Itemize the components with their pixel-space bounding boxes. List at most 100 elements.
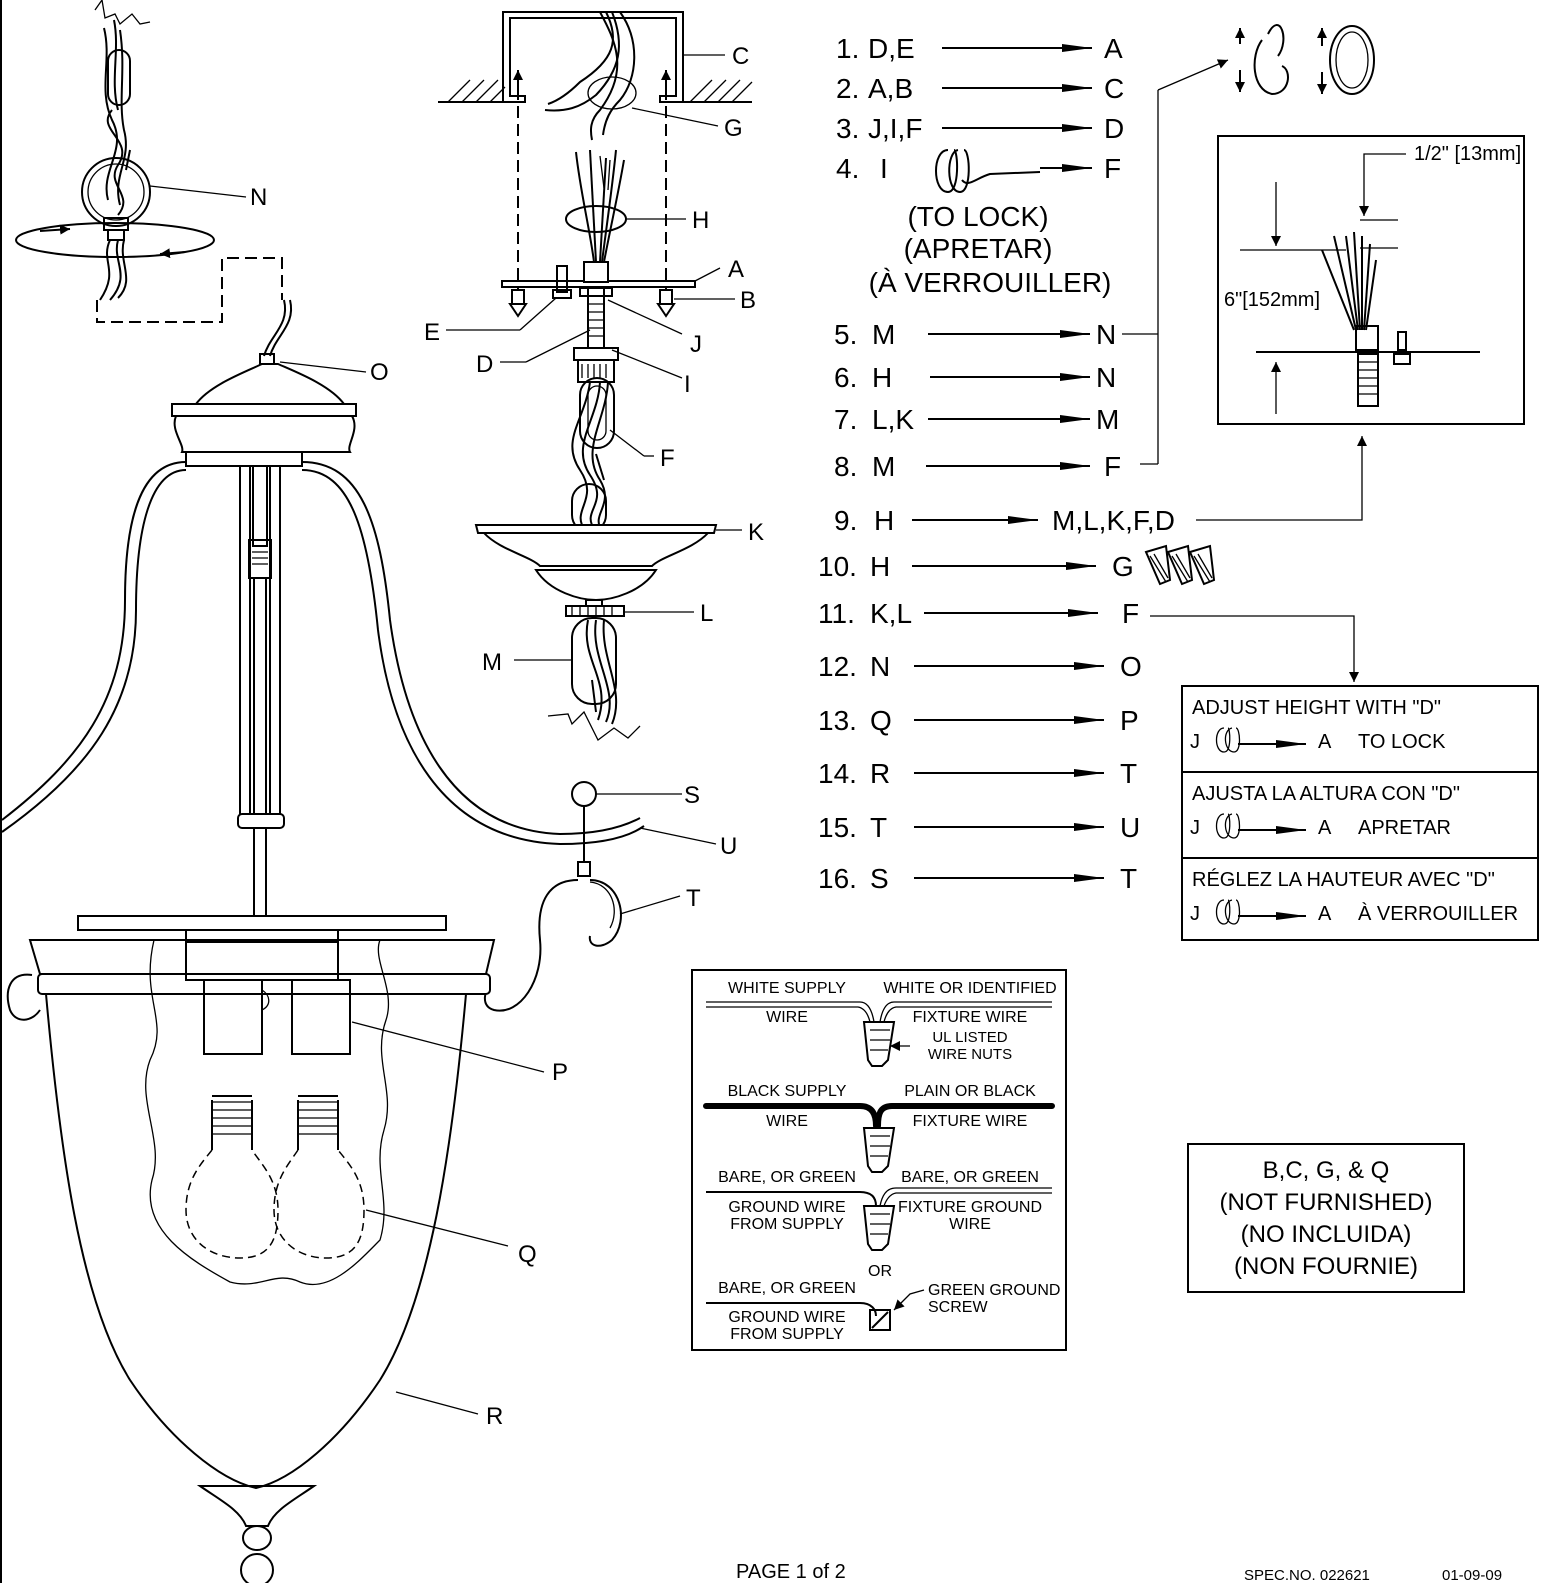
step-to: U <box>1120 812 1140 843</box>
label-B: B <box>740 287 756 314</box>
bare-green-label-3: BARE, OR GREEN <box>718 1280 856 1297</box>
twist-coil-icon <box>935 149 1041 194</box>
plain-black-label: PLAIN OR BLACK <box>904 1083 1036 1100</box>
adjust-action: APRETAR <box>1358 817 1451 839</box>
wire-nuts-label: WIRE NUTS <box>928 1046 1012 1063</box>
label-G: G <box>724 115 743 142</box>
page-number: PAGE 1 of 2 <box>736 1561 846 1583</box>
spec-date: 01-09-09 <box>1442 1567 1502 1583</box>
step-number: 14. <box>818 758 857 789</box>
fixture-wire-label-2: FIXTURE WIRE <box>913 1113 1028 1130</box>
ceiling-mount-detail: C G H A B <box>424 11 764 741</box>
step-to: T <box>1120 758 1137 789</box>
not-furnished-fr: (NON FOURNIE) <box>1234 1253 1418 1280</box>
twist-coil-icon <box>1215 727 1241 753</box>
step-from: N <box>870 651 890 682</box>
step-to: P <box>1120 705 1139 736</box>
label-T: T <box>686 885 701 912</box>
step-number: 2. <box>836 73 859 104</box>
adjust-a: A <box>1318 903 1332 925</box>
label-A: A <box>728 256 744 283</box>
not-furnished-box: B,C, G, & Q (NOT FURNISHED) (NO INCLUIDA… <box>1187 1143 1465 1293</box>
label-M: M <box>482 649 502 676</box>
wire-label-3: WIRE <box>949 1216 991 1233</box>
wire-nuts-icon <box>1144 544 1216 586</box>
adjust-row: AJUSTA LA ALTURA CON "D" J A APRETAR <box>1190 783 1460 839</box>
step-to: O <box>1120 651 1142 682</box>
step-to: M,L,K,F,D <box>1052 505 1175 536</box>
wire-total-length: 6"[152mm] <box>1224 289 1320 311</box>
step-to: N <box>1096 319 1116 350</box>
wire-length-box: 1/2" [13mm] 6"[152mm] <box>1217 135 1525 425</box>
ground-wire-label-2: GROUND WIRE <box>728 1309 845 1326</box>
adjust-title: RÉGLEZ LA HAUTEUR AVEC "D" <box>1192 868 1495 891</box>
ul-listed-label: UL LISTED <box>932 1029 1007 1046</box>
not-furnished-es: (NO INCLUIDA) <box>1241 1221 1412 1248</box>
step-number: 9. <box>834 505 857 536</box>
ring-detail <box>1235 24 1375 96</box>
bare-green-label-2: BARE, OR GREEN <box>901 1169 1039 1186</box>
adjust-j: J <box>1190 903 1200 925</box>
white-fixture-label: WHITE OR IDENTIFIED <box>883 980 1056 997</box>
adjust-action: TO LOCK <box>1358 731 1446 753</box>
not-furnished-parts: B,C, G, & Q <box>1263 1157 1390 1184</box>
from-supply-label-1: FROM SUPPLY <box>730 1216 844 1233</box>
ground-screw-icon <box>869 1309 891 1331</box>
or-label: OR <box>868 1263 892 1280</box>
adjust-a: A <box>1318 817 1332 839</box>
lock-note-es: (APRETAR) <box>904 233 1053 264</box>
label-F: F <box>660 445 675 472</box>
step-from: J,I,F <box>868 113 922 144</box>
step-number: 16. <box>818 863 857 894</box>
wire-cut-length: 1/2" [13mm] <box>1414 143 1521 165</box>
step-to: A <box>1104 33 1123 64</box>
ground-wire-label-1: GROUND WIRE <box>728 1199 845 1216</box>
step-from: K,L <box>870 598 912 629</box>
step-row: 2. A,B C <box>836 73 1124 104</box>
step-row: 1. D,E A <box>836 33 1123 64</box>
step-to: G <box>1112 551 1134 582</box>
label-P: P <box>552 1059 568 1086</box>
step-number: 3. <box>836 113 859 144</box>
black-supply-label: BLACK SUPPLY <box>728 1083 847 1100</box>
step-number: 6. <box>834 362 857 393</box>
step-from: D,E <box>868 33 915 64</box>
fixture-wire-label-1: FIXTURE WIRE <box>913 1009 1028 1026</box>
step-from: L,K <box>872 404 914 435</box>
step-number: 1. <box>836 33 859 64</box>
step-number: 4. <box>836 153 859 184</box>
step-number: 11. <box>818 598 855 629</box>
twist-coil-icon <box>1215 813 1241 839</box>
step-from: R <box>870 758 890 789</box>
label-N: N <box>250 184 267 211</box>
step-number: 15. <box>818 812 857 843</box>
step-to: C <box>1104 73 1124 104</box>
step-number: 13. <box>818 705 857 736</box>
label-U: U <box>720 833 737 860</box>
step-from: H <box>874 505 894 536</box>
adjust-title: ADJUST HEIGHT WITH "D" <box>1192 697 1441 719</box>
adjust-j: J <box>1190 817 1200 839</box>
adjust-title: AJUSTA LA ALTURA CON "D" <box>1192 783 1460 805</box>
label-I: I <box>684 371 691 398</box>
adjust-j: J <box>1190 731 1200 753</box>
step-from: A,B <box>868 73 913 104</box>
step-number: 10. <box>818 551 857 582</box>
fixture-ground-label: FIXTURE GROUND <box>898 1199 1042 1216</box>
lock-note-en: (TO LOCK) <box>907 201 1048 232</box>
label-L: L <box>700 600 713 627</box>
step-from: I <box>880 153 888 184</box>
step-number: 7. <box>834 404 857 435</box>
label-K: K <box>748 519 764 546</box>
